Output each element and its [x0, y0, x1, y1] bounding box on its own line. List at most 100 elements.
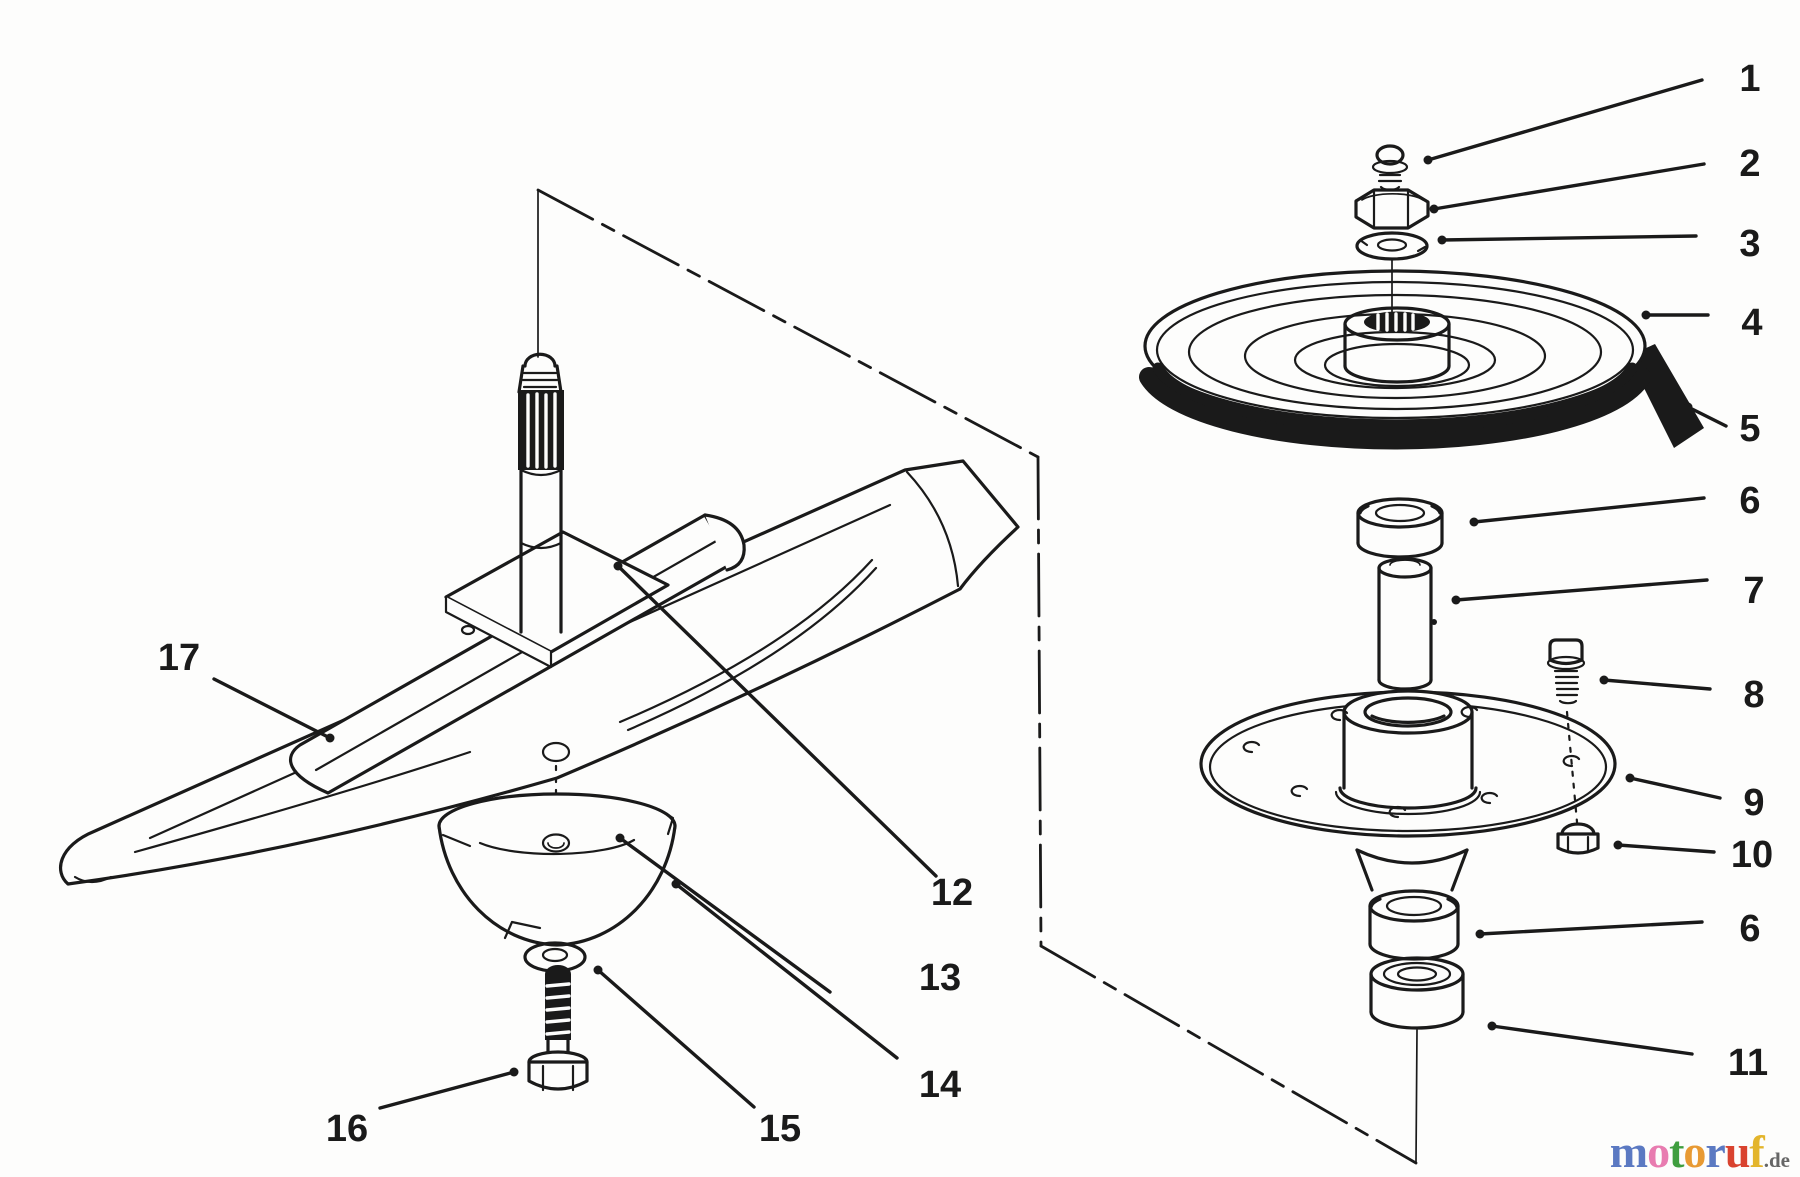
- callout-label-4: 4: [1741, 302, 1762, 344]
- callout-16-16: 16: [326, 1067, 519, 1150]
- callout-dot-5: [1683, 402, 1693, 412]
- callout-2-1: 2: [1429, 143, 1761, 214]
- logo-letter-o: o: [1683, 1126, 1706, 1177]
- spacer-drawing: [1377, 557, 1437, 691]
- callout-6-5: 6: [1469, 480, 1761, 527]
- callout-label-17: 17: [158, 637, 200, 679]
- callout-leader-14: [674, 882, 899, 1060]
- callout-dot-3: [1437, 235, 1447, 245]
- callout-15-15: 15: [593, 965, 801, 1150]
- callout-7-6: 7: [1451, 570, 1765, 612]
- logo-letter-u: u: [1724, 1126, 1751, 1177]
- callout-label-3: 3: [1739, 223, 1760, 265]
- callout-10-9: 10: [1613, 834, 1773, 876]
- logo-letter-t: t: [1669, 1126, 1684, 1177]
- callout-leader-3: [1440, 234, 1698, 242]
- callout-dot-14: [671, 879, 681, 889]
- callout-label-8: 8: [1743, 674, 1764, 716]
- callout-dot-2: [1429, 204, 1439, 214]
- callout-leader-16: [378, 1070, 516, 1110]
- bottom-bearing-drawing: [1369, 956, 1465, 1163]
- callout-label-2: 2: [1739, 143, 1760, 185]
- callout-label-11: 11: [1728, 1042, 1768, 1084]
- boundary-lines: [536, 188, 1418, 1165]
- callout-dot-4: [1641, 310, 1651, 320]
- callout-9-8: 9: [1625, 773, 1765, 824]
- lock-washer-drawing: [1355, 231, 1429, 317]
- spindle-shaft-drawing: [517, 189, 564, 634]
- logo-letter-r: r: [1705, 1126, 1725, 1177]
- callout-17-17: 17: [158, 637, 335, 743]
- callout-dot-15: [593, 965, 603, 975]
- callout-dot-6: [1475, 929, 1485, 939]
- callout-12-12: 12: [613, 561, 973, 914]
- callout-leader-1: [1426, 78, 1704, 162]
- logo-letter-o: o: [1647, 1126, 1670, 1177]
- callout-label-9: 9: [1743, 782, 1764, 824]
- callout-leader-11: [1490, 1024, 1694, 1056]
- blade-bolt-drawing: [527, 965, 589, 1092]
- flange-nut-drawing: [1556, 822, 1600, 855]
- callout-leader-7: [1454, 578, 1709, 602]
- motoruf-logo-suffix: .de: [1763, 1148, 1790, 1172]
- motoruf-logo-letters: motoruf: [1609, 1126, 1765, 1177]
- callout-label-7: 7: [1743, 570, 1764, 612]
- callout-14-14: 14: [671, 879, 961, 1106]
- callout-dot-9: [1625, 773, 1635, 783]
- callout-6-10: 6: [1475, 908, 1761, 950]
- blade-stiffener-drawing: [289, 513, 746, 795]
- callout-3-2: 3: [1437, 223, 1761, 265]
- callout-label-16: 16: [326, 1108, 368, 1150]
- callout-leader-8: [1602, 678, 1712, 691]
- spindle-top-bolt-drawing: [1371, 144, 1409, 191]
- callout-leader-12: [616, 564, 938, 878]
- upper-bearing-drawing: [1356, 497, 1444, 559]
- locknut-drawing: [1354, 188, 1430, 230]
- v-belt-drawing: [1139, 344, 1704, 450]
- spindle-cup-drawing: [437, 792, 677, 947]
- callout-label-6: 6: [1739, 908, 1760, 950]
- callout-label-1: 1: [1739, 58, 1760, 100]
- callout-leader-6: [1478, 920, 1704, 936]
- callout-dot-6: [1469, 517, 1479, 527]
- logo-letter-m: m: [1609, 1126, 1648, 1177]
- callout-dot-17: [325, 733, 335, 743]
- callout-dot-16: [509, 1067, 519, 1077]
- callout-4-3: 4: [1641, 302, 1763, 344]
- callout-label-10: 10: [1731, 834, 1773, 876]
- callout-1-0: 1: [1423, 58, 1761, 165]
- callout-5-4: 5: [1683, 402, 1761, 450]
- spindle-housing-drawing: [1199, 689, 1617, 892]
- callout-label-6: 6: [1739, 480, 1760, 522]
- callout-13-13: 13: [615, 833, 961, 999]
- mount-bolt-drawing: [1546, 638, 1586, 705]
- callout-dot-10: [1613, 840, 1623, 850]
- callout-leader-15: [596, 968, 756, 1109]
- callout-label-12: 12: [931, 872, 973, 914]
- callout-label-13: 13: [919, 957, 961, 999]
- callout-leader-17: [212, 677, 332, 740]
- pulley-drawing: [1143, 269, 1647, 433]
- callout-label-15: 15: [759, 1108, 801, 1150]
- callout-leader-10: [1616, 843, 1716, 854]
- stiffener-mount-plate: [444, 530, 670, 654]
- logo-letter-f: f: [1749, 1126, 1764, 1177]
- callout-8-7: 8: [1599, 674, 1765, 716]
- callout-dot-13: [615, 833, 625, 843]
- callout-leader-6: [1472, 496, 1706, 524]
- motoruf-logo: motoruf.de: [1610, 1129, 1790, 1175]
- callout-leader-13: [618, 836, 832, 994]
- callout-dot-8: [1599, 675, 1609, 685]
- callout-dot-12: [613, 561, 623, 571]
- lower-bearing-drawing: [1368, 889, 1460, 961]
- callout-dot-7: [1451, 595, 1461, 605]
- callout-leader-9: [1628, 776, 1722, 800]
- callout-dot-11: [1487, 1021, 1497, 1031]
- callout-leader-2: [1432, 162, 1706, 211]
- callout-label-5: 5: [1739, 408, 1760, 450]
- callout-11-11: 11: [1487, 1021, 1768, 1084]
- callout-label-14: 14: [919, 1064, 961, 1106]
